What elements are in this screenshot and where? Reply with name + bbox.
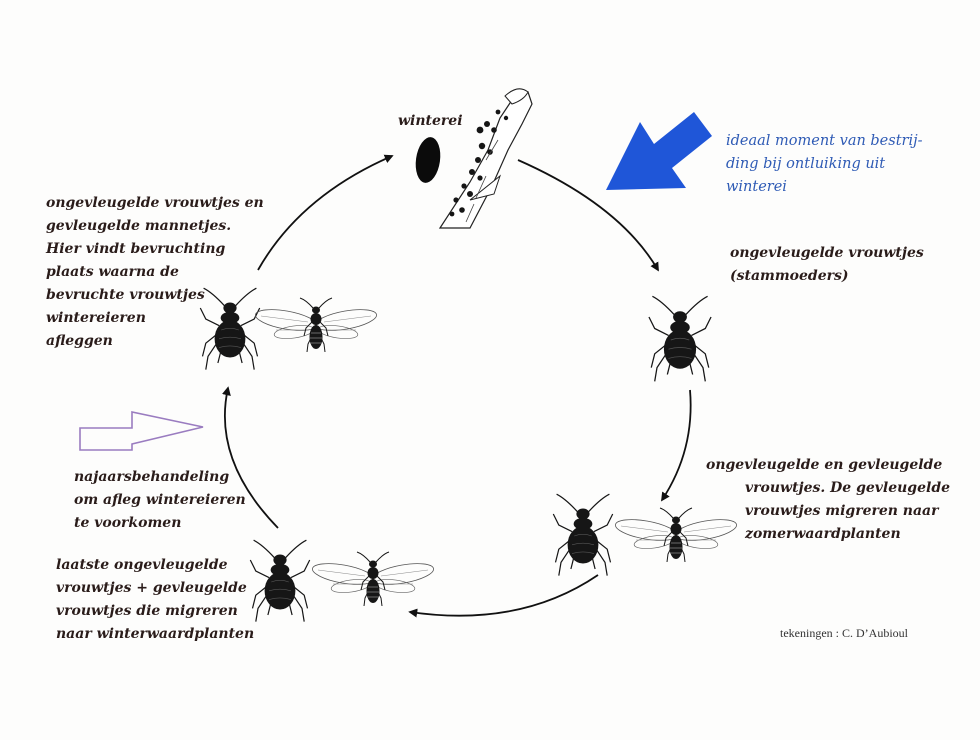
cycle-arrows: [222, 154, 692, 618]
bud-branch-icon: [438, 88, 533, 229]
arrow-autumn-to-sexual: [222, 386, 279, 529]
wingless-aphid-summer-icon: [552, 493, 614, 577]
arrow-bud-to-stammoeders: [517, 159, 659, 272]
label-migreren-zomer: ongevleugelde en gevleugelde vrouwtjes. …: [706, 457, 951, 542]
label-winterei: winterei: [398, 113, 463, 129]
purple-outline-arrow-icon: [79, 411, 204, 451]
arrow-stammoeders-to-summer: [661, 389, 692, 502]
arrow-sexual-to-winterei: [257, 154, 394, 271]
label-bevruchting: ongevleugelde vrouwtjes en gevleugelde m…: [46, 195, 264, 349]
label-stammoeders: ongevleugelde vrouwtjes (stammoeders): [730, 245, 924, 284]
wingless-aphid-autumn-icon: [249, 539, 311, 623]
label-najaarsbehandeling: najaarsbehandeling om afleg wintereieren…: [74, 469, 246, 531]
wingless-aphid-stammoeder-icon: [648, 295, 712, 383]
winter-egg-icon: [415, 137, 441, 183]
winged-aphid-autumn-icon: [310, 551, 436, 607]
arrow-summer-to-autumn: [408, 574, 599, 618]
blue-pointer-arrow-icon: [606, 112, 712, 190]
label-laatste: laatste ongevleugelde vrouwtjes + gevleu…: [56, 557, 255, 642]
label-ideaal-moment: ideaal moment van bestrij- ding bij ontl…: [726, 133, 923, 195]
credit-text: tekeningen : C. D’Aubioul: [780, 626, 908, 640]
winged-aphid-male-icon: [253, 297, 379, 353]
